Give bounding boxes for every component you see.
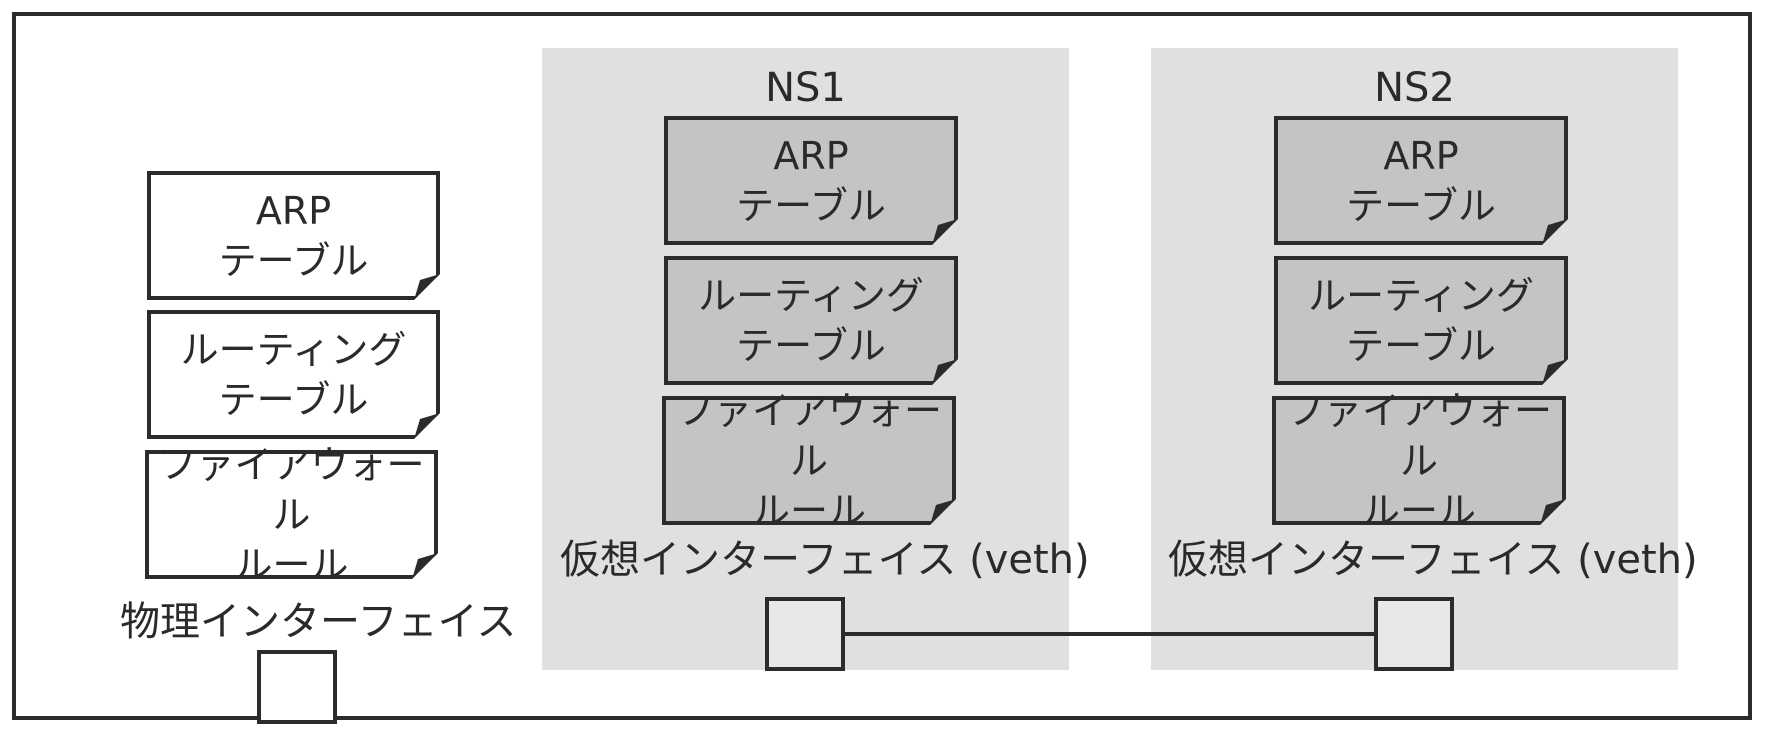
ns1-veth-port bbox=[765, 597, 845, 671]
ns1-arp-table-doc: ARP テーブル bbox=[664, 116, 958, 245]
page-fold-icon bbox=[1540, 499, 1566, 525]
host-arp-table-label: ARP テーブル bbox=[218, 188, 369, 283]
ns2-veth-port bbox=[1374, 597, 1454, 671]
ns2-firewall-rules-doc: ファイアウォール ルール bbox=[1272, 389, 1566, 533]
veth-pair-link bbox=[845, 632, 1374, 636]
page-fold-icon bbox=[414, 413, 440, 439]
ns2-routing-table-label: ルーティング テーブル bbox=[1308, 273, 1534, 368]
namespace-ns1-title: NS1 bbox=[765, 65, 846, 111]
ns2-firewall-rules-label: ファイアウォール ルール bbox=[1285, 388, 1552, 533]
host-firewall-rules-doc: ファイアウォール ルール bbox=[145, 443, 438, 587]
host-routing-table-label: ルーティング テーブル bbox=[180, 327, 407, 422]
page-fold-icon bbox=[932, 359, 958, 385]
host-routing-table-doc: ルーティング テーブル bbox=[147, 310, 440, 439]
ns2-arp-table-label: ARP テーブル bbox=[1346, 133, 1496, 228]
page-fold-icon bbox=[1542, 359, 1568, 385]
ns2-routing-table-doc: ルーティング テーブル bbox=[1274, 256, 1568, 385]
host-firewall-rules-label: ファイアウォール ルール bbox=[158, 442, 425, 587]
ns1-routing-table-doc: ルーティング テーブル bbox=[664, 256, 958, 385]
ns2-virtual-interface-label: 仮想インターフェイス (veth) bbox=[1168, 537, 1698, 583]
ns1-firewall-rules-label: ファイアウォール ルール bbox=[675, 388, 942, 533]
ns1-firewall-rules-doc: ファイアウォール ルール bbox=[662, 389, 956, 533]
page-fold-icon bbox=[414, 274, 440, 300]
physical-interface-label: 物理インターフェイス bbox=[120, 599, 517, 645]
namespace-ns2-title: NS2 bbox=[1374, 65, 1455, 111]
ns2-arp-table-doc: ARP テーブル bbox=[1274, 116, 1568, 245]
ns1-virtual-interface-label: 仮想インターフェイス (veth) bbox=[560, 537, 1090, 583]
page-fold-icon bbox=[932, 219, 958, 245]
physical-interface-port bbox=[257, 650, 337, 724]
host-arp-table-doc: ARP テーブル bbox=[147, 171, 440, 300]
page-fold-icon bbox=[930, 499, 956, 525]
ns1-routing-table-label: ルーティング テーブル bbox=[698, 273, 924, 368]
ns1-arp-table-label: ARP テーブル bbox=[736, 133, 886, 228]
page-fold-icon bbox=[1542, 219, 1568, 245]
page-fold-icon bbox=[412, 553, 438, 579]
